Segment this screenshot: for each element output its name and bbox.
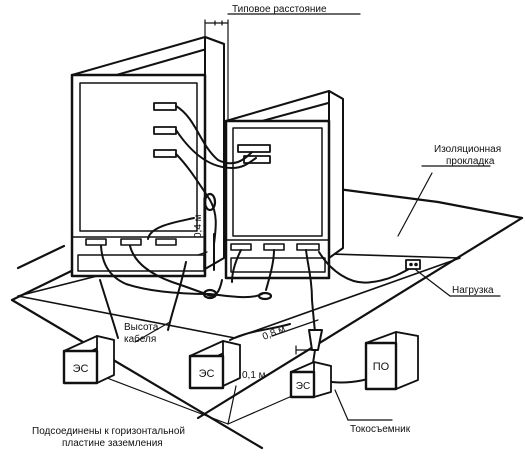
ferrite-loops xyxy=(202,192,273,301)
es-right-label: ЭС xyxy=(296,381,310,392)
connected-label-line1: Подсоединены к горизонтальной xyxy=(32,426,185,437)
typical-distance-label: Типовое расстояние xyxy=(232,4,327,15)
dimension-01-label: 0,1 м xyxy=(242,370,266,381)
es-block-left xyxy=(62,335,115,385)
cable-height-label-line1: Высота xyxy=(124,322,159,333)
insulating-pad-label-line2: прокладка xyxy=(446,156,495,167)
ground-plane xyxy=(10,186,524,450)
cables xyxy=(99,105,415,384)
es-left-label: ЭС xyxy=(73,363,89,375)
es-block-middle xyxy=(188,340,241,390)
right-cabinet xyxy=(224,90,344,280)
cable-height-label-line2: кабеля xyxy=(124,333,156,345)
load-connector xyxy=(405,259,421,270)
dimension-lines xyxy=(197,13,361,355)
es-block-right xyxy=(289,361,332,399)
po-label: ПО xyxy=(373,361,390,373)
current-clamp-probe xyxy=(308,329,323,371)
connected-label-line2: пластине заземления xyxy=(62,438,163,449)
leader-lines xyxy=(106,165,501,425)
load-label: Нагрузка xyxy=(452,285,494,296)
insulating-pad-label-line1: Изоляционная xyxy=(434,144,501,155)
po-block xyxy=(364,331,419,391)
current-clamp-label: Токосъемник xyxy=(350,424,411,435)
dimension-04-label: 0,4 м xyxy=(193,214,204,238)
es-middle-label: ЭС xyxy=(199,368,215,380)
